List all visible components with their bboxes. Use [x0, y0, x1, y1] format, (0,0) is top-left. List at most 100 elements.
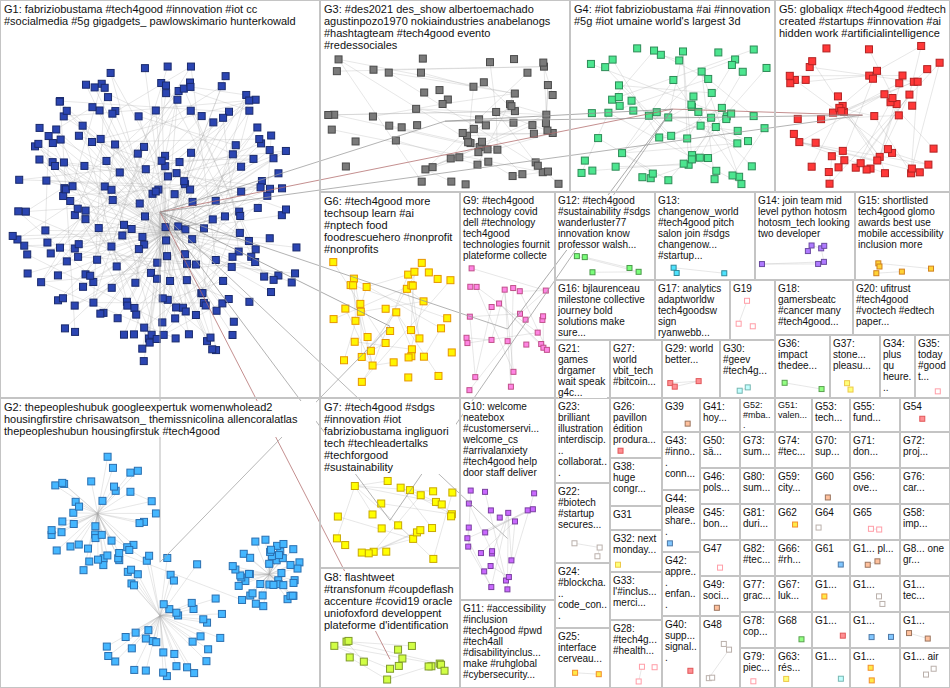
vertex-avatar [871, 113, 878, 120]
vertex-avatar [493, 108, 500, 115]
vertex-avatar [676, 57, 683, 64]
vertex-avatar [334, 513, 341, 520]
vertex-avatar [441, 667, 448, 674]
group-label: G81: duri... [743, 507, 772, 529]
group-box: G64 [812, 504, 850, 540]
cluster-link [115, 616, 160, 662]
vertex-avatar [602, 64, 609, 71]
group-label: G1... [853, 651, 875, 662]
group-label: G67: luk... [778, 579, 809, 601]
group-box: G22: #biotech #startup secures... [555, 483, 610, 563]
group-box: G77: grac... [740, 576, 775, 612]
vertex-avatar [511, 90, 518, 97]
vertex-avatar [697, 122, 704, 129]
vertex-avatar [784, 676, 789, 681]
vertex-avatar [509, 558, 514, 563]
cluster-link [880, 104, 897, 157]
group-box: G28: #tech4g... #health... [610, 620, 662, 688]
vertex-avatar [266, 147, 273, 154]
group-box: G65 [850, 504, 900, 540]
vertex-avatar [210, 119, 217, 126]
cluster-link [160, 616, 208, 650]
cluster-link [98, 513, 119, 558]
vertex-avatar [929, 266, 934, 271]
cluster-link [132, 229, 166, 232]
vertex-avatar [238, 188, 245, 195]
vertex-avatar [483, 530, 488, 535]
group-box: G6: #tech4good more techsoup learn #ai #… [320, 192, 460, 398]
group-box: G26: pavillon édition produra... [610, 398, 662, 458]
cluster-link [612, 51, 654, 100]
cluster-link [106, 82, 190, 160]
vertex-avatar [519, 171, 526, 178]
vertex-avatar [674, 270, 679, 275]
vertex-avatar [413, 105, 420, 112]
vertex-avatar [173, 304, 180, 311]
cluster-link [19, 151, 286, 180]
vertex-avatar [888, 634, 893, 639]
cluster-link [511, 521, 515, 560]
vertex-avatar [715, 49, 722, 56]
vertex-avatar [363, 283, 370, 290]
vertex-avatar [448, 178, 455, 185]
group-label: G33: l'#inclus... merci... [613, 575, 659, 608]
vertex-avatar [734, 127, 741, 134]
vertex-avatar [60, 159, 67, 166]
group-box: G73: sum... [740, 432, 775, 468]
vertex-avatar [59, 295, 66, 302]
cluster-link [93, 88, 104, 303]
cluster-link [575, 673, 599, 674]
vertex-avatar [101, 84, 108, 91]
cluster-link [164, 299, 229, 335]
vertex-avatar [535, 330, 540, 335]
vertex-avatar [182, 226, 189, 233]
group-label: G66: #rh... [778, 543, 809, 565]
group-label: G36: impact thedee... [778, 338, 827, 371]
group-box: G49: soci... [700, 576, 740, 616]
group-box: G1... tec... [900, 576, 950, 612]
group-box: G24: #blockcha... code_con... [555, 563, 610, 628]
vertex-avatar [119, 232, 126, 239]
vertex-avatar [153, 639, 160, 646]
vertex-avatar [15, 208, 22, 215]
group-box: G15: shortlisted tech4good glomo awards … [855, 192, 950, 280]
vertex-avatar [834, 93, 841, 100]
cluster-link [27, 254, 162, 322]
group-box: G11: #accessibility #inclusion #tech4goo… [460, 600, 555, 688]
vertex-avatar [268, 132, 275, 139]
vertex-avatar [869, 678, 874, 683]
vertex-avatar [250, 155, 257, 162]
group-label: G42: appre... enfan... [665, 555, 697, 610]
cluster-link [131, 570, 160, 616]
group-label: G25: interface cerveau... [558, 631, 607, 664]
vertex-avatar [266, 560, 273, 567]
vertex-avatar [54, 272, 61, 279]
group-edge [160, 212, 508, 538]
vertex-avatar [590, 270, 595, 275]
group-box: G16: bjlaurenceau milestone collective j… [555, 280, 655, 340]
vertex-avatar [880, 601, 885, 606]
cluster-link [106, 161, 156, 339]
vertex-avatar [369, 362, 376, 369]
vertex-avatar [187, 83, 194, 90]
vertex-avatar [246, 107, 253, 114]
group-box: G1... air [900, 648, 950, 688]
vertex-avatar [351, 338, 358, 345]
cluster-link [401, 488, 432, 528]
group-label: G76: car... [903, 471, 947, 493]
vertex-avatar [109, 110, 116, 117]
vertex-avatar [425, 269, 432, 276]
vertex-avatar [490, 549, 495, 554]
vertex-avatar [222, 73, 229, 80]
vertex-avatar [171, 650, 178, 657]
group-label: G21: games drgamer wait speak g4c... [558, 343, 607, 398]
cluster-link [411, 272, 414, 330]
vertex-avatar [132, 279, 139, 286]
group-label: G72: proj... [903, 435, 947, 457]
group-box: G44: please share... [662, 490, 700, 552]
vertex-avatar [627, 265, 632, 270]
cluster-link [47, 101, 249, 243]
vertex-avatar [524, 69, 531, 76]
vertex-avatar [505, 339, 510, 344]
cluster-link [138, 574, 160, 616]
